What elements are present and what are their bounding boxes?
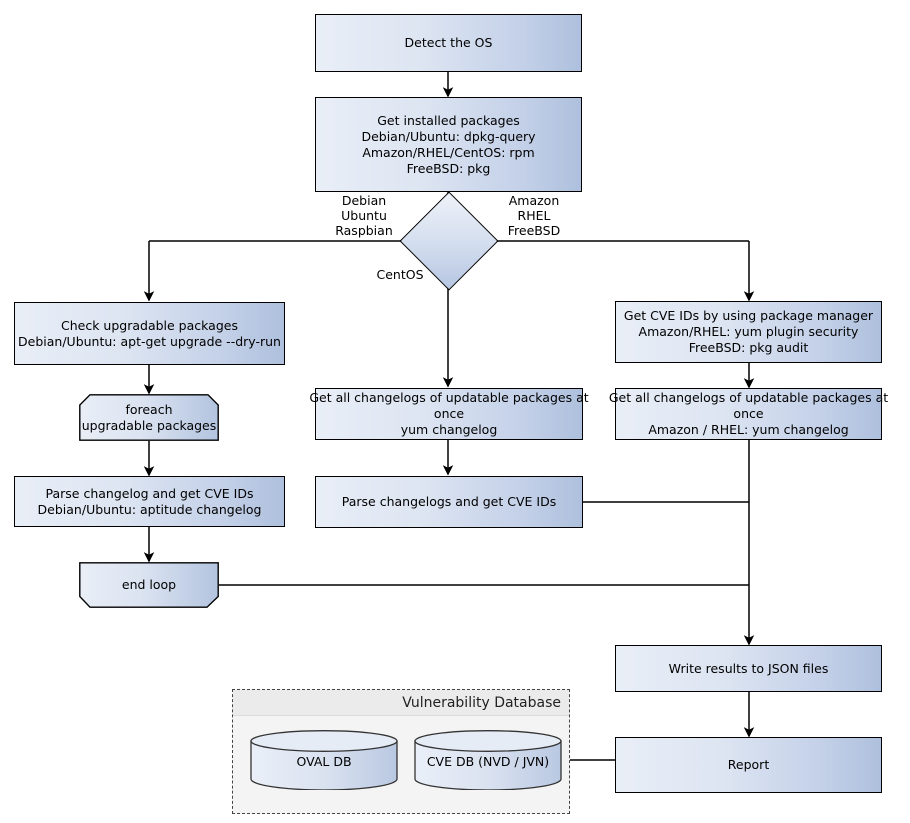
node-detect-os-label: Detect the OS [404,35,493,50]
edge-label-right-branch: Amazon RHEL FreeBSD [507,193,561,238]
vulnerability-database-container: Vulnerability Database OVAL DB [232,689,570,814]
edge-label-down-branch: CentOS [376,267,424,282]
database-oval-db-label: OVAL DB [296,754,352,769]
node-get-cve-ids-right-label: Get CVE IDs by using package manager Ama… [623,308,874,355]
node-changelogs-right[interactable]: Get all changelogs of updatable packages… [609,388,888,440]
node-report-label: Report [727,757,770,772]
node-parse-changelog-left-label: Parse changelog and get CVE IDs Debian/U… [37,485,262,517]
database-cve-db-label: CVE DB (NVD / JVN) [426,754,550,769]
node-parse-changelogs-center[interactable]: Parse changelogs and get CVE IDs [315,476,583,528]
node-detect-os[interactable]: Detect the OS [315,14,582,72]
node-get-cve-ids-right[interactable]: Get CVE IDs by using package manager Ama… [615,301,882,363]
vulnerability-database-title: Vulnerability Database [233,690,569,716]
node-get-installed-packages[interactable]: Get installed packages Debian/Ubuntu: dp… [315,97,582,192]
node-changelogs-center[interactable]: Get all changelogs of updatable packages… [309,388,589,440]
vulnerability-database-title-label: Vulnerability Database [402,694,561,711]
node-write-results-label: Write results to JSON files [668,660,829,676]
node-changelogs-right-label: Get all changelogs of updatable packages… [608,390,889,437]
database-oval-db[interactable]: OVAL DB [250,730,398,790]
node-end-loop-label: end loop [121,577,177,592]
node-check-upgradable-packages-label: Check upgradable packages Debian/Ubuntu:… [18,317,281,349]
node-get-installed-packages-label: Get installed packages Debian/Ubuntu: dp… [361,112,536,176]
node-foreach-upgradable-packages[interactable]: foreach upgradable packages [79,394,219,441]
node-end-loop[interactable]: end loop [79,562,219,608]
node-write-results[interactable]: Write results to JSON files [615,645,882,692]
node-parse-changelogs-center-label: Parse changelogs and get CVE IDs [341,494,557,509]
node-check-upgradable-packages[interactable]: Check upgradable packages Debian/Ubuntu:… [14,302,285,365]
database-cve-db[interactable]: CVE DB (NVD / JVN) [414,730,562,790]
node-report[interactable]: Report [615,737,882,793]
node-changelogs-center-label: Get all changelogs of updatable packages… [309,390,589,437]
node-foreach-label: foreach upgradable packages [81,401,217,433]
edge-label-left-branch: Debian Ubuntu Raspbian [335,193,393,238]
node-parse-changelog-left[interactable]: Parse changelog and get CVE IDs Debian/U… [14,476,285,527]
